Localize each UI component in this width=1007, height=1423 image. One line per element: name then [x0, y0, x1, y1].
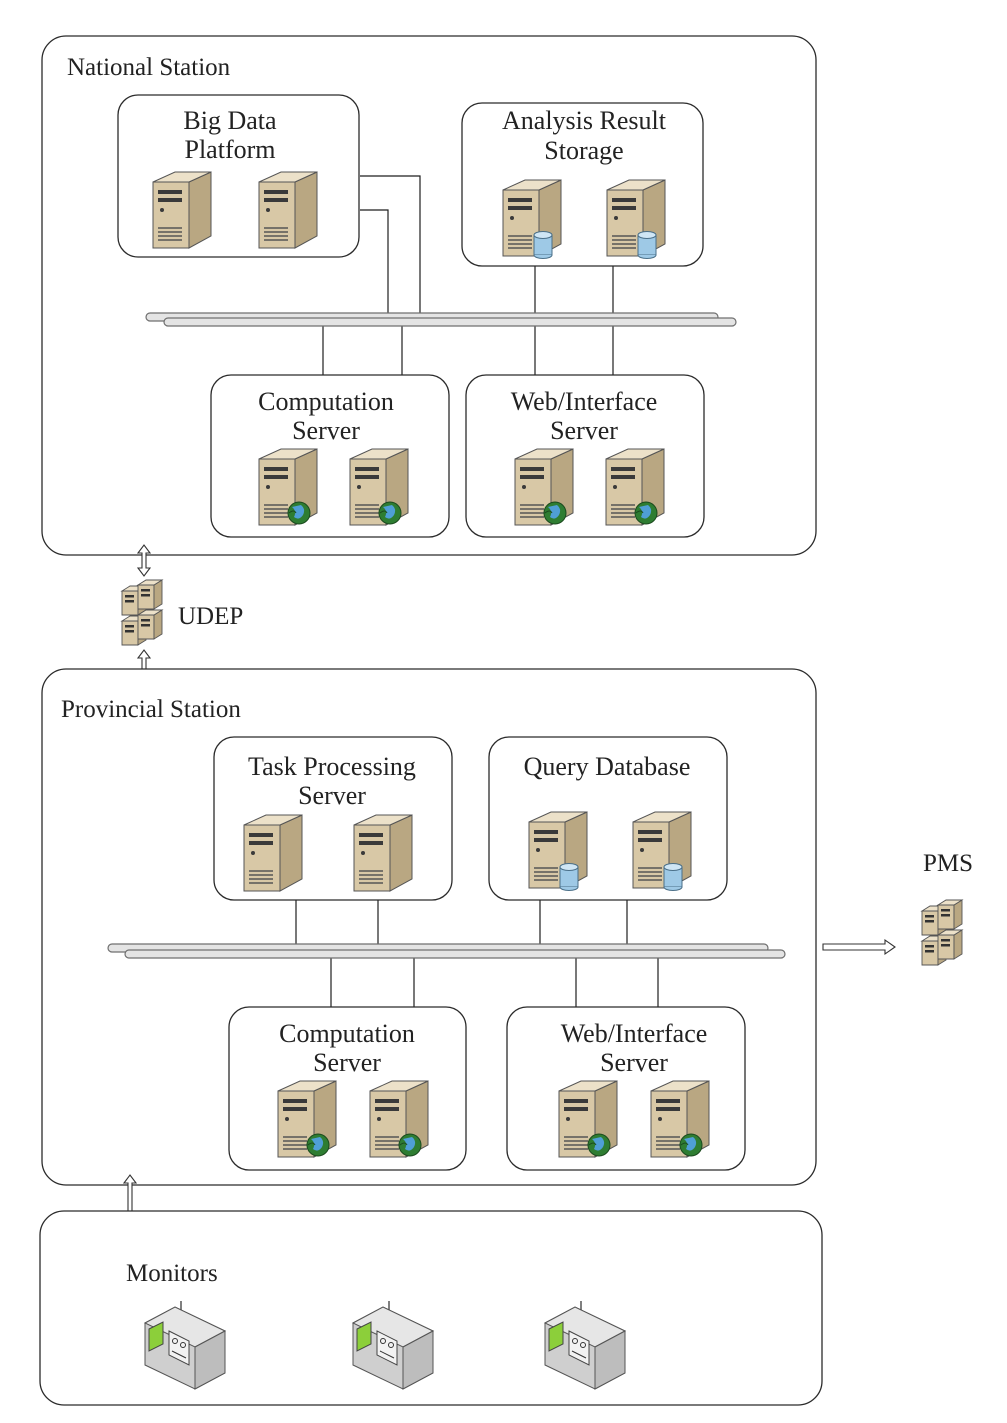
provincial-station-title: Provincial Station: [61, 696, 241, 723]
wire-big-data-2: [360, 209, 389, 317]
web-server-icon: [258, 448, 318, 526]
national-computation-label-1: Computation: [258, 387, 394, 416]
national-network-bus: [145, 312, 737, 327]
national-web-label-2: Server: [550, 416, 618, 445]
web-server-icon: [605, 448, 665, 526]
server-cluster-icon: [122, 580, 162, 645]
wire-big-data-1: [360, 175, 421, 317]
query-database-label: Query Database: [524, 752, 691, 781]
national-web-label-1: Web/Interface: [511, 387, 658, 416]
arrow-to-pms: [822, 938, 896, 956]
server-tower-icon: [353, 814, 413, 892]
big-data-platform-label-2: Platform: [185, 135, 276, 164]
provincial-computation-label-1: Computation: [279, 1019, 415, 1048]
analysis-storage-label-1: Analysis Result: [502, 106, 667, 135]
pms-label: PMS: [923, 850, 973, 877]
provincial-web-label-2: Server: [600, 1048, 668, 1077]
database-server-icon: [502, 179, 562, 259]
web-server-icon: [369, 1080, 429, 1158]
analysis-storage-label-2: Storage: [544, 136, 623, 165]
database-server-icon: [632, 811, 692, 891]
double-arrow-national-udep: [136, 544, 152, 577]
server-tower-icon: [243, 814, 303, 892]
national-station-title: National Station: [67, 54, 231, 81]
web-server-icon: [277, 1080, 337, 1158]
web-server-icon: [650, 1080, 710, 1158]
web-server-icon: [514, 448, 574, 526]
big-data-platform-label-1: Big Data: [183, 106, 277, 135]
monitors-title: Monitors: [126, 1260, 218, 1287]
provincial-computation-label-2: Server: [313, 1048, 381, 1077]
server-cluster-icon: [922, 900, 962, 965]
provincial-web-label-1: Web/Interface: [561, 1019, 708, 1048]
monitors-frame: [39, 1210, 823, 1406]
database-server-icon: [606, 179, 666, 259]
server-tower-icon: [258, 171, 318, 249]
udep-label: UDEP: [178, 603, 243, 630]
task-processing-label-1: Task Processing: [248, 752, 416, 781]
database-server-icon: [528, 811, 588, 891]
server-tower-icon: [152, 171, 212, 249]
web-server-icon: [558, 1080, 618, 1158]
task-processing-label-2: Server: [298, 781, 366, 810]
web-server-icon: [349, 448, 409, 526]
national-computation-label-2: Server: [292, 416, 360, 445]
provincial-network-bus: [107, 943, 786, 959]
